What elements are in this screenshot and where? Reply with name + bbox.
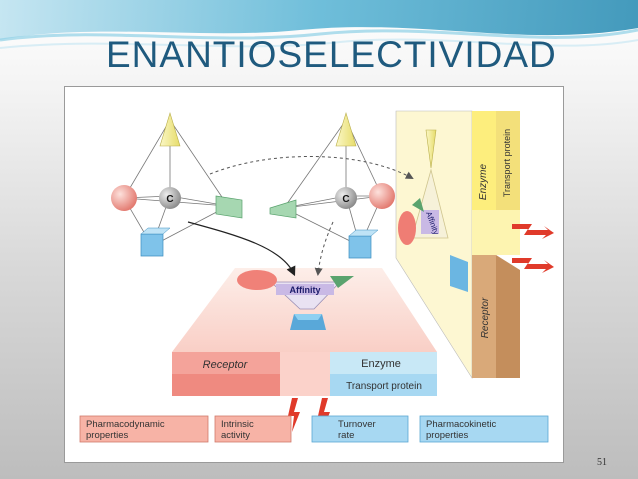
floor-signal-arrows [288, 398, 330, 432]
right-pyramid [269, 199, 297, 219]
left-sphere [111, 185, 137, 211]
floor-receptor-label: Receptor [203, 359, 249, 371]
wall-sphere-site [398, 211, 416, 245]
intrinsic-activity-box [214, 415, 292, 443]
floor-enzyme-label: Enzyme [361, 358, 401, 370]
left-carbon-label: C [166, 194, 173, 205]
center-affinity-label: Affinity [290, 285, 321, 295]
wall-receptor-strip [472, 255, 496, 378]
right-cube [348, 235, 372, 259]
box-2-line1: Intrinsic [221, 419, 254, 430]
bottom-boxes [79, 415, 549, 443]
floor-receptor-front [172, 374, 280, 396]
pharmacokinetic-box [419, 415, 549, 443]
wall-enzyme-strip [472, 111, 496, 210]
wall-receptor-label: Receptor [480, 297, 491, 338]
dotted-arrow-to-wall [209, 155, 414, 179]
right-cone [335, 111, 357, 147]
right-sphere [369, 183, 395, 209]
wall-transport-strip [496, 111, 520, 210]
box-3-line2: rate [338, 430, 354, 441]
box-3-line1: Turnover [338, 419, 376, 430]
wall-affinity-patch [421, 210, 439, 234]
right-molecule [269, 111, 395, 259]
pharmacodynamic-box [79, 415, 209, 443]
wall-enzyme-label: Enzyme [478, 164, 489, 201]
floor-pyramid-site [330, 276, 354, 288]
box-4-line2: properties [426, 430, 468, 441]
left-cone [159, 111, 181, 147]
floor-binding-site [237, 270, 354, 330]
page-number: 51 [597, 457, 607, 468]
box-1-line2: properties [86, 430, 128, 441]
wall-cone-site [425, 129, 437, 169]
box-1-line1: Pharmacodynamic [86, 419, 165, 430]
left-cube [140, 233, 164, 257]
right-carbon [335, 187, 357, 209]
left-carbon [159, 187, 181, 209]
floor-receptor-top [172, 352, 280, 374]
wall-transport-label: Transport protein [502, 129, 512, 197]
turnover-rate-box [311, 415, 409, 443]
right-wall [395, 110, 520, 380]
solid-arrow-to-floor [187, 221, 296, 277]
header-wave-decoration [0, 0, 638, 49]
box-2-line2: activity [221, 430, 250, 441]
wall-cube-site [450, 255, 468, 292]
floor-sphere-site [237, 270, 277, 290]
floor-surface [172, 268, 437, 396]
right-carbon-label: C [342, 194, 349, 205]
slide-title: ENANTIOSELECTIVIDAD [106, 34, 557, 75]
left-molecule [111, 111, 243, 257]
floor-transport-label: Transport protein [346, 381, 422, 392]
wall-signal-arrows [512, 224, 554, 273]
dotted-arrow-to-floor [314, 221, 334, 276]
left-pyramid [215, 195, 243, 219]
floor-enzyme-top [330, 352, 437, 374]
box-4-line1: Pharmacokinetic [426, 419, 496, 430]
floor-transport-front [330, 374, 437, 396]
